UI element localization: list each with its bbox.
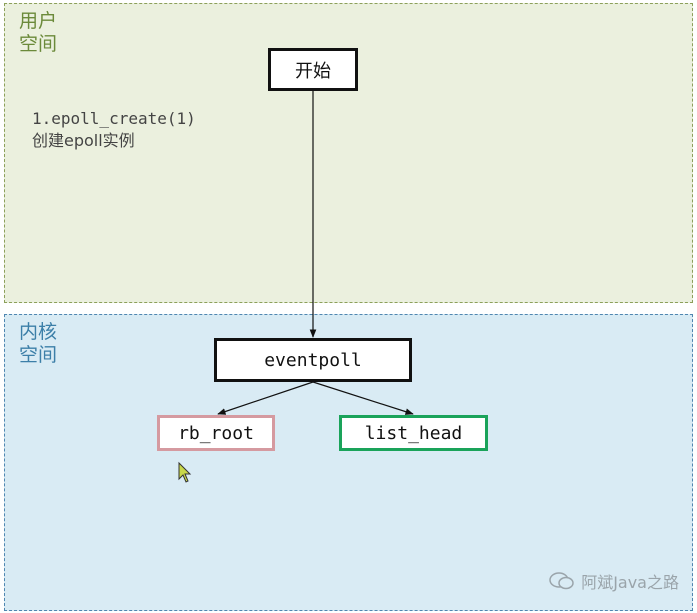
step-note-line2: 创建epoll实例 <box>32 131 135 150</box>
step-note: 1.epoll_create(1) 创建epoll实例 <box>32 108 196 152</box>
list-head-node: list_head <box>339 415 488 451</box>
start-node: 开始 <box>268 48 358 91</box>
eventpoll-node: eventpoll <box>214 338 412 382</box>
user-space-label-line2: 空间 <box>19 33 58 55</box>
rb-root-node: rb_root <box>157 415 275 451</box>
mouse-cursor-icon <box>178 461 192 483</box>
arrow-eventpoll-to-rb-root <box>217 381 314 415</box>
wechat-icon <box>549 572 574 590</box>
step-note-line1: 1.epoll_create(1) <box>32 109 196 128</box>
watermark-text: 阿斌Java之路 <box>581 573 679 592</box>
kernel-space-label-line2: 空间 <box>19 344 58 366</box>
kernel-space-label-line1: 内核 <box>19 321 58 343</box>
arrow-eventpoll-to-list-head <box>312 381 414 415</box>
user-space-label: 用户 空间 <box>19 10 57 56</box>
user-space-label-line1: 用户 <box>19 10 58 32</box>
kernel-space-label: 内核 空间 <box>19 321 57 367</box>
watermark: 阿斌Java之路 <box>549 569 679 593</box>
